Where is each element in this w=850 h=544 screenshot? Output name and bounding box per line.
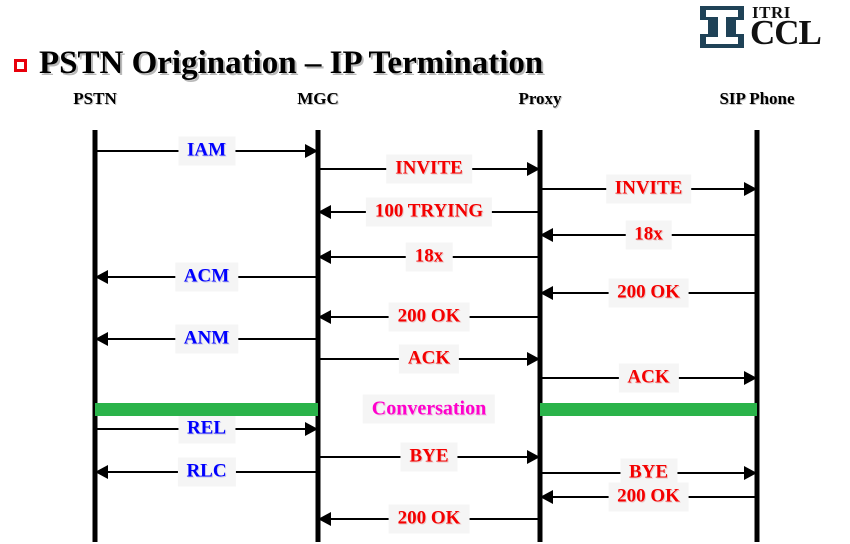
arrow-head-left-icon [318,512,331,526]
message-label: INVITE [386,154,472,184]
message-label: ACK [398,344,460,374]
arrow-head-right-icon [744,371,757,385]
column-header-pstn: PSTN [73,89,117,108]
arrow-head-right-icon [527,352,540,366]
arrow-head-left-icon [318,310,331,324]
conversation-bar [540,403,757,416]
message-label: 200 OK [608,482,689,512]
lifeline-proxy [537,130,543,542]
itri-ccl-logo: ITRI CCL [700,4,846,50]
column-header-proxy: Proxy [518,89,562,108]
itri-logo-mark-icon [700,6,744,48]
bullet-square-icon [14,58,27,72]
arrow-head-left-icon [540,228,553,242]
conversation-bar [95,403,318,416]
conversation-label: Conversation [362,394,496,424]
arrow-head-right-icon [305,144,318,158]
arrow-head-right-icon [527,450,540,464]
arrow-head-right-icon [305,422,318,436]
message-label: IAM [177,136,236,166]
message-label: 18x [405,242,453,272]
arrow-head-right-icon [744,182,757,196]
arrow-head-left-icon [95,332,108,346]
message-label: ACK [618,363,679,393]
message-label: 200 OK [388,302,470,332]
column-header-mgc: MGC [297,89,339,108]
lifeline-mgc [315,130,321,542]
message-label: 100 TRYING [365,197,493,227]
message-label: BYE [400,442,458,472]
arrow-head-right-icon [527,162,540,176]
column-header-sip: SIP Phone [719,89,795,108]
message-label: ACM [174,262,239,292]
message-label: ANM [174,324,239,354]
arrow-head-right-icon [744,466,757,480]
message-label: 18x [625,220,672,250]
page-title: PSTN Origination – IP Termination [14,44,543,82]
arrow-head-left-icon [95,270,108,284]
message-label: 200 OK [388,504,470,534]
message-label: REL [177,414,236,444]
message-label: RLC [177,457,236,487]
message-label: INVITE [605,174,692,204]
logo-itri-text: ITRI [752,3,791,22]
lifeline-sip [754,130,760,542]
arrow-head-left-icon [318,205,331,219]
logo-ccl-text: CCL [750,13,822,52]
arrow-head-left-icon [318,250,331,264]
arrow-head-left-icon [540,490,553,504]
arrow-head-left-icon [540,286,553,300]
message-label: 200 OK [608,278,689,308]
page-title-text: PSTN Origination – IP Termination [39,44,544,81]
arrow-head-left-icon [95,465,108,479]
